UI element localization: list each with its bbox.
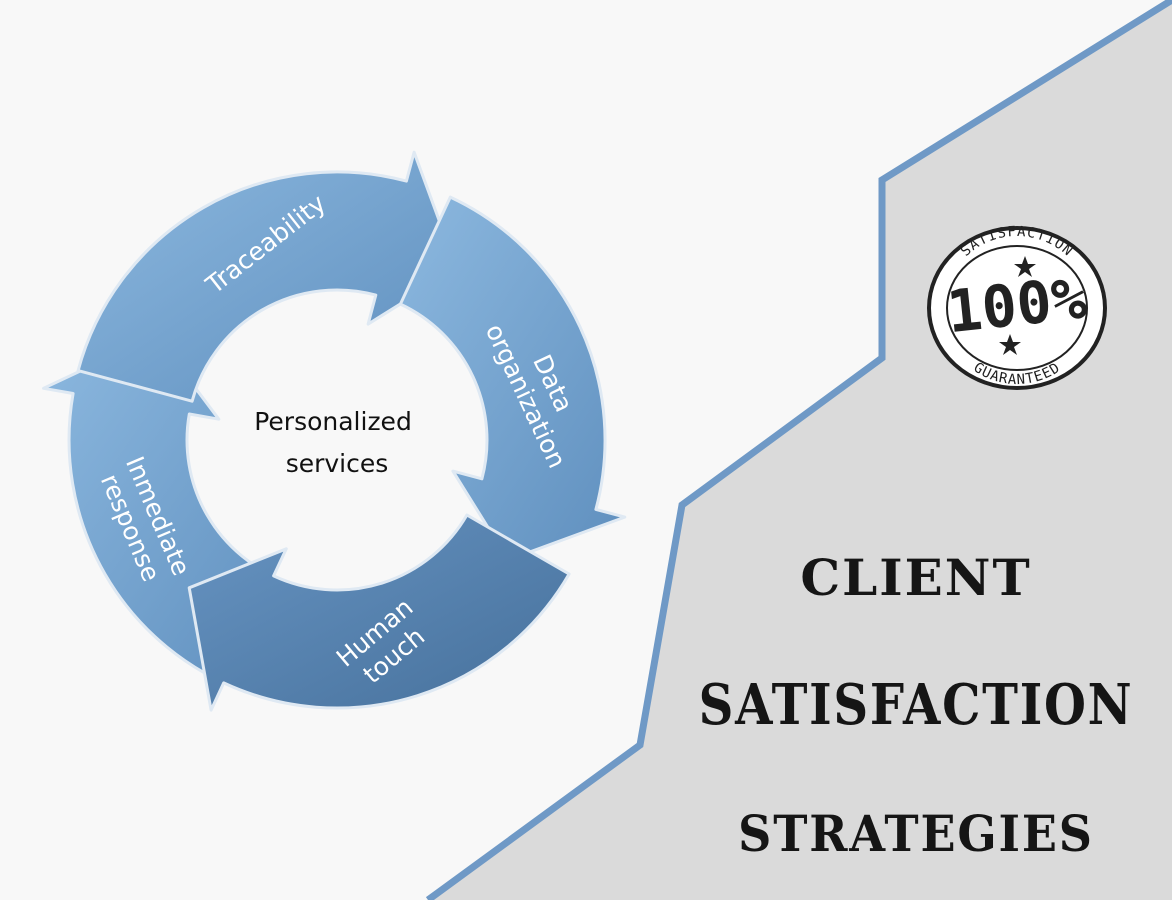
center-label-line-1: Personalized xyxy=(254,407,412,436)
center-label: Personalized services xyxy=(254,407,420,478)
arrow-traceability xyxy=(76,150,459,403)
cycle-diagram: TraceabilityDataorganizationHumantouchIn… xyxy=(42,150,627,712)
arrow-data-organization xyxy=(398,195,627,562)
center-label-line-2: services xyxy=(286,449,389,478)
star-icon xyxy=(999,334,1021,355)
gray-panel xyxy=(428,0,1172,900)
badge-big-text: 100% xyxy=(944,264,1090,346)
star-icon xyxy=(1014,256,1036,277)
title-line-strategies: STRATEGIES xyxy=(738,804,1094,863)
badge-ring-inner xyxy=(946,245,1088,371)
badge-ring-outer xyxy=(927,226,1107,390)
arrow-human-touch xyxy=(187,513,571,712)
panel-border xyxy=(425,0,1172,900)
satisfaction-guaranteed-badge: SATISFACTION GUARANTEED 100% xyxy=(927,224,1107,390)
title-line-client: CLIENT xyxy=(800,548,1032,607)
title-line-satisfaction: SATISFACTION xyxy=(698,672,1134,738)
